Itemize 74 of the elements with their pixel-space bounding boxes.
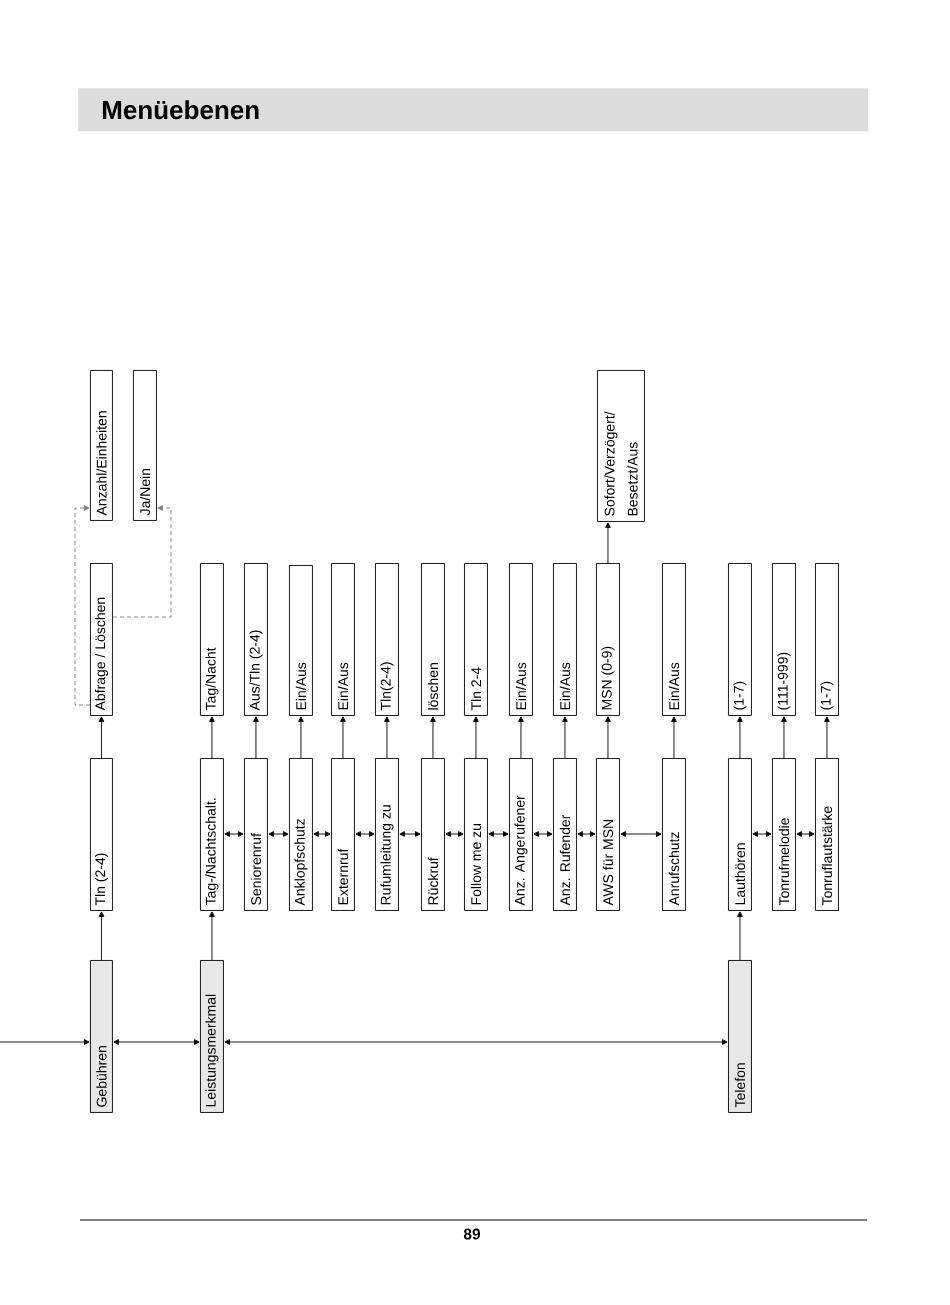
double-arrow (113, 1039, 200, 1045)
menu-box: Tln(2-4) (375, 563, 399, 716)
menu-box: Anz. Angerufener (509, 758, 533, 911)
menu-box: löschen (421, 563, 445, 716)
arrow (253, 716, 259, 759)
main-menu-box: Telefon (728, 960, 752, 1113)
menu-box: Lauthören (728, 758, 752, 911)
arrow (518, 716, 524, 759)
menu-box: Tag-/Nachtschalt. (200, 758, 224, 911)
dashed-arrow (112, 505, 172, 618)
menu-box: Anrufschutz (662, 758, 686, 911)
double-arrow (620, 831, 662, 837)
menu-box: Ein/Aus (662, 563, 686, 716)
arrow (0, 1039, 90, 1045)
arrow (824, 716, 830, 759)
double-arrow (577, 831, 596, 837)
menu-box: Ein/Aus (553, 563, 577, 716)
double-arrow (445, 831, 464, 837)
arrow (562, 716, 568, 759)
arrow (98, 911, 105, 961)
double-arrow (224, 1039, 728, 1045)
menu-box: Tonruflautstärke (815, 758, 839, 911)
menu-box: (1-7) (728, 563, 752, 716)
menu-box: Ein/Aus (509, 563, 533, 716)
menu-box: Externruf (331, 758, 355, 911)
arrow (473, 716, 479, 759)
menu-box: Follow me zu (464, 758, 488, 911)
double-arrow (399, 831, 421, 837)
double-arrow (355, 831, 375, 837)
double-arrow (224, 831, 244, 837)
arrow (298, 716, 304, 759)
main-menu-box: Gebühren (90, 960, 113, 1113)
arrow (98, 716, 105, 759)
arrow (671, 716, 677, 759)
menu-box: (1-7) (815, 563, 839, 716)
menu-box: Tln 2-4 (464, 563, 488, 716)
double-arrow (488, 831, 509, 837)
menu-box: Ein/Aus (331, 563, 355, 716)
menu-box: Anzahl/Einheiten (90, 370, 113, 521)
menu-box: Ja/Nein (133, 370, 157, 521)
menu-box: Seniorenruf (244, 758, 268, 911)
arrow (605, 716, 611, 759)
double-arrow (752, 831, 772, 837)
arrow (340, 716, 346, 759)
arrow (737, 716, 743, 759)
arrow (430, 716, 436, 759)
arrow (605, 522, 611, 564)
menu-box: Rufumleitung zu (375, 758, 399, 911)
menu-box: Anklopfschutz (289, 758, 313, 911)
menu-box: Abfrage / Löschen (90, 563, 113, 716)
arrow (209, 716, 215, 759)
double-arrow (796, 831, 815, 837)
menu-box: Anz. Rufender (553, 758, 577, 911)
arrow (209, 911, 215, 961)
menu-box: Tonrufmelodie (772, 758, 796, 911)
double-arrow (313, 831, 331, 837)
menu-box: Ein/Aus (289, 565, 313, 716)
title-bar: Menüebenen (78, 88, 869, 132)
menu-box: (111-999) (772, 563, 796, 716)
dashed-arrow (74, 505, 91, 706)
menu-box: MSN (0-9) (596, 563, 620, 716)
menu-box: Sofort/Verzögert/ Besetzt/Aus (597, 370, 645, 522)
arrow (384, 716, 390, 759)
menu-box: Tag/Nacht (200, 563, 224, 716)
arrow (737, 911, 743, 961)
menu-box: Rückruf (421, 758, 445, 911)
menu-box: AWS für MSN (596, 758, 620, 911)
double-arrow (533, 831, 553, 837)
menu-box: Tln (2-4) (90, 758, 113, 911)
page-number: 89 (463, 1228, 481, 1240)
arrow (781, 716, 787, 759)
main-menu-box: Leistungsmerkmal (200, 960, 224, 1113)
double-arrow (268, 831, 289, 837)
menu-box: Aus/Tln (2-4) (244, 563, 268, 716)
